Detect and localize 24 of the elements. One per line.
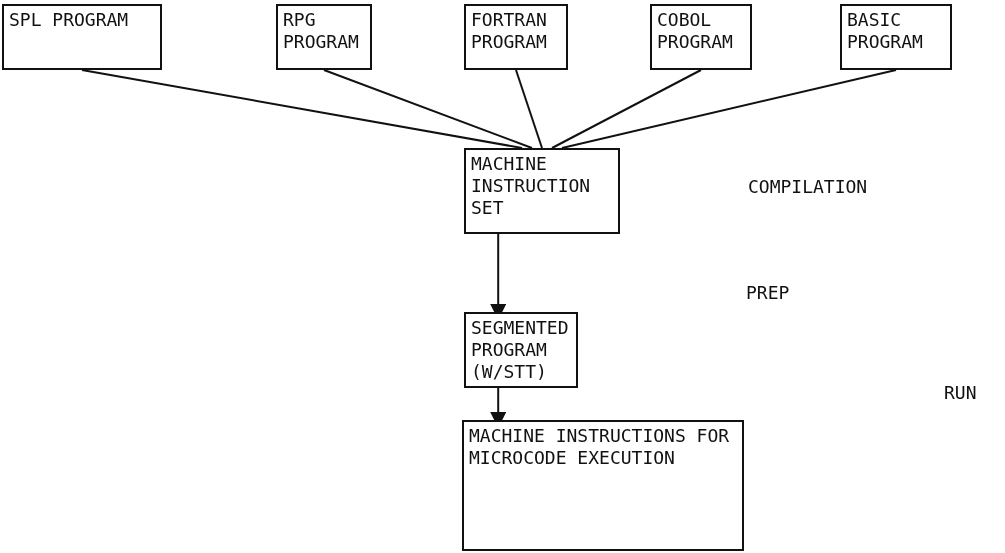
process-box [464, 148, 620, 234]
process-box [650, 4, 752, 70]
connector-line [551, 69, 702, 149]
box-text: RPG PROGRAM [283, 9, 360, 53]
box-text: SPL PROGRAM [9, 9, 130, 31]
box-text: COBOL PROGRAM [657, 9, 734, 53]
box-text: MACHINE INSTRUCTION SET [471, 153, 592, 219]
box-text: SEGMENTED PROGRAM (W/STT) [471, 317, 570, 383]
connector-line [81, 69, 523, 149]
connector-line [323, 69, 533, 149]
process-box [464, 312, 578, 388]
box-text: BASIC PROGRAM [847, 9, 924, 53]
process-box [276, 4, 372, 70]
connector-line [561, 69, 897, 149]
box-text: MACHINE INSTRUCTIONS FOR MICROCODE EXECUTION [469, 425, 731, 469]
process-box [462, 420, 744, 551]
stage-label: PREP [746, 282, 790, 303]
box-text: FORTRAN PROGRAM [471, 9, 548, 53]
connector-line [515, 69, 543, 149]
process-box [840, 4, 952, 70]
stage-label: RUN [944, 382, 977, 403]
stage-label: COMPILATION [748, 176, 868, 197]
process-box [2, 4, 162, 70]
process-box [464, 4, 568, 70]
